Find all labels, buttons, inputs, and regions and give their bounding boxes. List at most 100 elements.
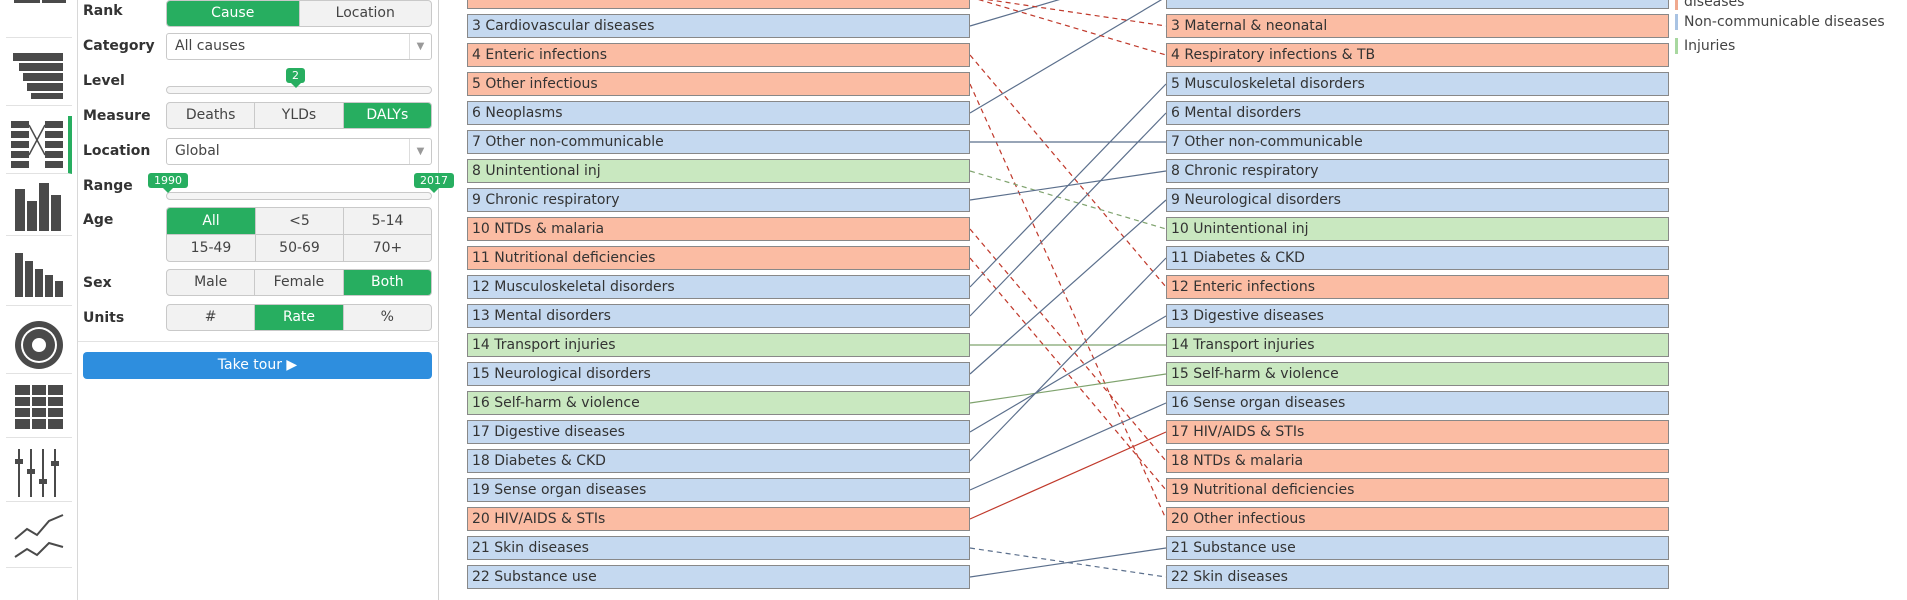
right-cause-bar[interactable]: 22 Skin diseases: [1166, 565, 1669, 589]
left-cause-bar[interactable]: 11 Nutritional deficiencies: [467, 246, 970, 270]
rail-sunburst-button[interactable]: [6, 316, 72, 374]
rank-link: [969, 170, 1167, 230]
units-option-[interactable]: #: [204, 309, 217, 325]
left-cause-bar[interactable]: 10 NTDs & malaria: [467, 217, 970, 241]
right-cause-bar[interactable]: 13 Digestive diseases: [1166, 304, 1669, 328]
units-option-[interactable]: %: [342, 305, 431, 330]
right-cause-bar[interactable]: 10 Unintentional inj: [1166, 217, 1669, 241]
take-tour-button[interactable]: Take tour ▶: [83, 352, 432, 379]
left-cause-bar[interactable]: 19 Sense organ diseases: [467, 478, 970, 502]
right-cause-bar[interactable]: 4 Respiratory infections & TB: [1166, 43, 1669, 67]
sex-option-male[interactable]: Male: [194, 274, 228, 290]
age-option-all[interactable]: All: [167, 208, 255, 234]
rank-link: [969, 431, 1167, 520]
right-cause-bar[interactable]: 17 HIV/AIDS & STIs: [1166, 420, 1669, 444]
slider-lines-icon: [15, 448, 59, 497]
left-cause-bar[interactable]: 7 Other non-communicable: [467, 130, 970, 154]
rank-link: [969, 373, 1167, 404]
age-option-50-69[interactable]: 50-69: [255, 234, 343, 261]
left-cause-bar[interactable]: 14 Transport injuries: [467, 333, 970, 357]
age-option-70[interactable]: 70+: [343, 234, 431, 261]
left-cause-bar[interactable]: 13 Mental disorders: [467, 304, 970, 328]
right-cause-bar[interactable]: 8 Chronic respiratory: [1166, 159, 1669, 183]
rank-link: [978, 0, 1167, 56]
left-cause-bar[interactable]: 8 Unintentional inj: [467, 159, 970, 183]
rank-label: Rank: [83, 3, 123, 19]
category-label: Category: [83, 38, 155, 54]
right-cause-bar[interactable]: 18 NTDs & malaria: [1166, 449, 1669, 473]
rail-line-chart-button[interactable]: [6, 510, 72, 568]
right-cause-bar[interactable]: 3 Maternal & neonatal: [1166, 14, 1669, 38]
rank-link: [969, 402, 1167, 491]
right-cause-bar[interactable]: 9 Neurological disorders: [1166, 188, 1669, 212]
measure-option-deaths[interactable]: Deaths: [185, 107, 236, 123]
left-cause-bar[interactable]: 3 Cardiovascular diseases: [467, 14, 970, 38]
arrow-diagram-icon: [11, 120, 63, 168]
right-cause-bar[interactable]: 7 Other non-communicable: [1166, 130, 1669, 154]
rank-link: [969, 83, 1167, 288]
age-option-5-14[interactable]: 5-14: [343, 208, 431, 234]
left-cause-bar[interactable]: 16 Self-harm & violence: [467, 391, 970, 415]
rank-link: [969, 0, 1060, 27]
line-chart-icon: [14, 513, 64, 558]
age-option-5[interactable]: <5: [255, 208, 343, 234]
chevron-down-icon: ▼: [409, 139, 431, 164]
left-cause-bar[interactable]: 6 Neoplasms: [467, 101, 970, 125]
rank-option-cause[interactable]: Cause: [167, 1, 299, 26]
right-cause-bar[interactable]: 19 Nutritional deficiencies: [1166, 478, 1669, 502]
age-option-15-49[interactable]: 15-49: [167, 234, 255, 261]
right-cause-bar[interactable]: 14 Transport injuries: [1166, 333, 1669, 357]
right-cause-bar[interactable]: 21 Substance use: [1166, 536, 1669, 560]
sex-option-female[interactable]: Female: [254, 270, 342, 295]
range-slider[interactable]: [166, 192, 432, 200]
level-handle[interactable]: 2: [286, 68, 305, 88]
left-cause-bar[interactable]: 20 HIV/AIDS & STIs: [467, 507, 970, 531]
rail-treemap-button[interactable]: [6, 0, 72, 38]
right-cause-bar[interactable]: 15 Self-harm & violence: [1166, 362, 1669, 386]
age-label: Age: [83, 212, 114, 228]
range-start-handle[interactable]: 1990: [148, 173, 188, 193]
left-cause-bar[interactable]: 17 Digestive diseases: [467, 420, 970, 444]
left-cause-bar[interactable]: 4 Enteric infections: [467, 43, 970, 67]
location-select[interactable]: Global ▼: [166, 138, 432, 165]
rank-option-location[interactable]: Location: [298, 1, 432, 26]
rail-stacked-bars-button[interactable]: [6, 178, 72, 236]
rail-slider-lines-button[interactable]: [6, 444, 72, 502]
stacked-bars-icon: [15, 182, 61, 231]
right-cause-bar[interactable]: 16 Sense organ diseases: [1166, 391, 1669, 415]
level-label: Level: [83, 73, 125, 89]
category-select[interactable]: All causes ▼: [166, 33, 432, 60]
rail-stacked-bricks-button[interactable]: [6, 48, 72, 106]
rail-pyramid-button[interactable]: [6, 248, 72, 306]
right-cause-bar[interactable]: 6 Mental disorders: [1166, 101, 1669, 125]
sex-option-both[interactable]: Both: [342, 270, 431, 295]
legend-item[interactable]: Non-communicable diseases: [1675, 14, 1885, 30]
legend-item[interactable]: Injuries: [1675, 38, 1735, 54]
rank-link: [969, 547, 1167, 578]
right-cause-bar[interactable]: 11 Diabetes & CKD: [1166, 246, 1669, 270]
rank-link: [969, 0, 1163, 114]
left-cause-bar[interactable]: 5 Other infectious: [467, 72, 970, 96]
right-cause-bar[interactable]: 20 Other infectious: [1166, 507, 1669, 531]
left-cause-bar[interactable]: 22 Substance use: [467, 565, 970, 589]
right-cause-bar[interactable]: [1166, 0, 1669, 9]
right-cause-bar[interactable]: 5 Musculoskeletal disorders: [1166, 72, 1669, 96]
right-cause-bar[interactable]: 12 Enteric infections: [1166, 275, 1669, 299]
rank-links: [969, 0, 1167, 578]
rail-arrow-diagram-button[interactable]: [6, 116, 72, 174]
left-cause-bar[interactable]: 18 Diabetes & CKD: [467, 449, 970, 473]
range-end-handle[interactable]: 2017: [414, 173, 454, 193]
rank-link: [969, 257, 1167, 491]
legend-item[interactable]: diseases: [1675, 0, 1744, 10]
left-cause-bar[interactable]: 12 Musculoskeletal disorders: [467, 275, 970, 299]
units-option-rate[interactable]: Rate: [254, 305, 343, 330]
left-cause-bar[interactable]: 9 Chronic respiratory: [467, 188, 970, 212]
rail-table-grid-button[interactable]: [6, 380, 72, 438]
left-cause-bar[interactable]: 21 Skin diseases: [467, 536, 970, 560]
left-cause-bar[interactable]: 15 Neurological disorders: [467, 362, 970, 386]
measure-option-dalys[interactable]: DALYs: [342, 103, 431, 128]
left-cause-bar[interactable]: [467, 0, 970, 9]
measure-option-ylds[interactable]: YLDs: [254, 103, 342, 128]
